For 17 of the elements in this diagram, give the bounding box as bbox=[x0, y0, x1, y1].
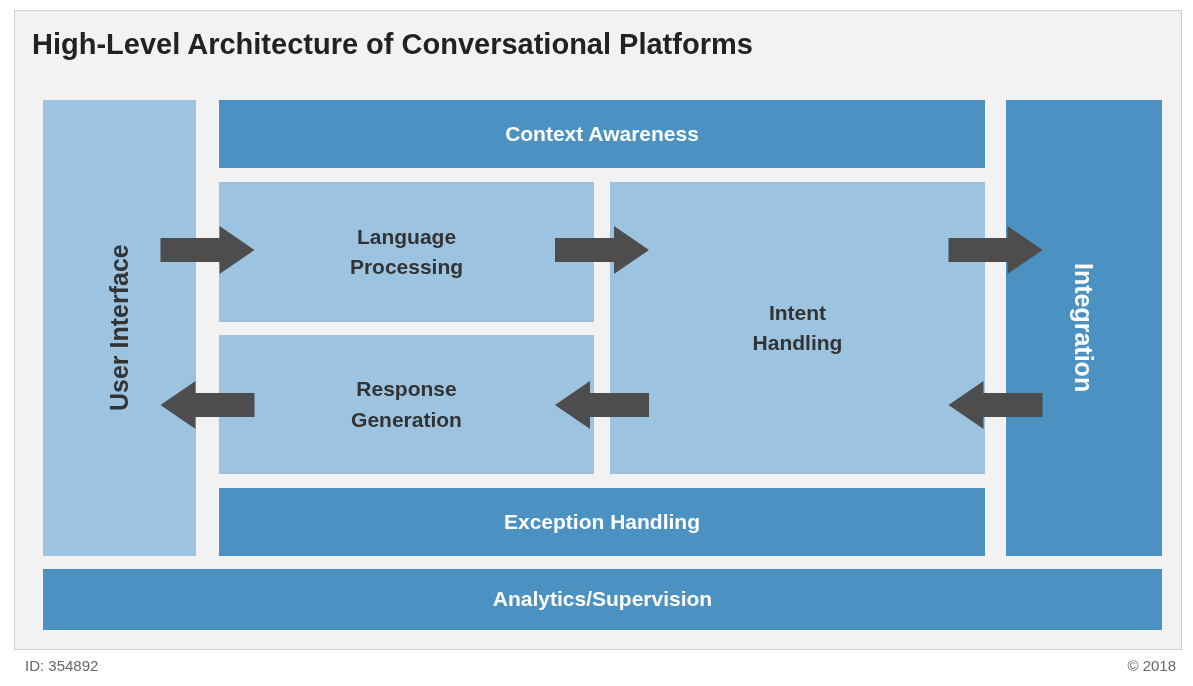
block-arrow bbox=[948, 381, 1043, 429]
component-block: Context Awareness bbox=[219, 100, 985, 168]
block-arrow bbox=[555, 381, 649, 429]
document-id: ID: 354892 bbox=[25, 657, 99, 674]
block-arrow bbox=[160, 226, 255, 274]
block-arrow bbox=[948, 226, 1043, 274]
component-block: Intent Handling bbox=[610, 182, 985, 474]
component-block: Response Generation bbox=[219, 335, 594, 474]
component-block: Integration bbox=[1006, 100, 1162, 556]
block-arrow bbox=[160, 381, 255, 429]
copyright-note: © 2018 bbox=[1127, 657, 1176, 674]
component-block: Analytics/Supervision bbox=[43, 569, 1162, 630]
component-block: Language Processing bbox=[219, 182, 594, 322]
component-block: User Interface bbox=[43, 100, 196, 556]
block-arrow bbox=[555, 226, 649, 274]
diagram-title: High-Level Architecture of Conversational Platforms bbox=[32, 28, 753, 61]
component-block: Exception Handling bbox=[219, 488, 985, 556]
